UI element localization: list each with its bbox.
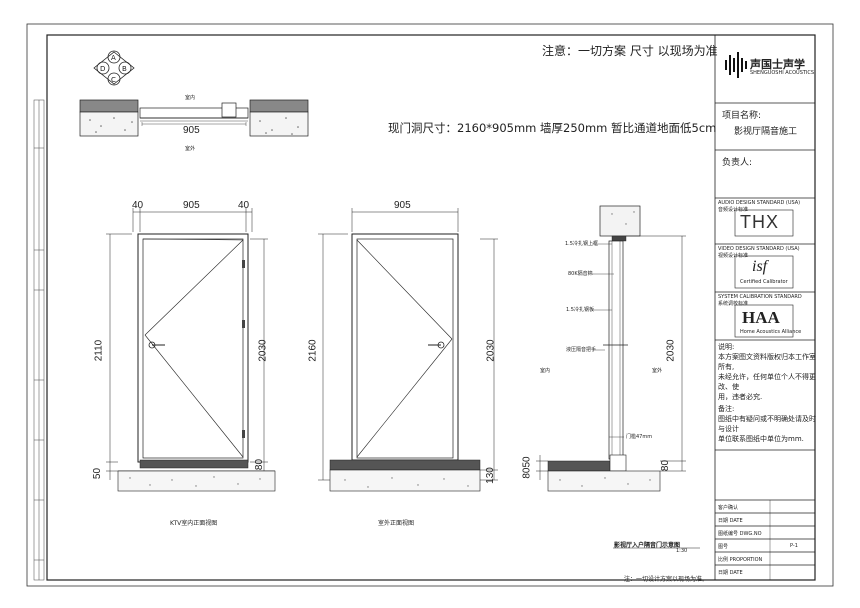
title-block-frame — [714, 34, 816, 581]
back-height-total: 2160 — [307, 339, 319, 362]
compass-logo-icon: A B C D — [93, 50, 135, 86]
project-name: 影视厅隔音施工 — [734, 127, 798, 137]
back-dim-width: 905 — [394, 200, 411, 211]
svg-text:C: C — [111, 76, 116, 84]
isf-logo: isf — [752, 258, 768, 275]
tb-row-label: 图号 — [718, 544, 729, 550]
plan-inside-label: 室内 — [185, 95, 196, 101]
thx-logo: THX — [740, 212, 779, 232]
tb-row-label: 日期 DATE — [718, 518, 743, 524]
section-bottom-right: 80 — [660, 459, 672, 472]
section-outside: 室外 — [652, 368, 663, 374]
front-bottom-b: 80 — [254, 458, 266, 471]
section-view — [536, 205, 686, 492]
section-caption: 影视厅入户隔音门示意图 — [614, 542, 681, 549]
svg-text:A: A — [111, 54, 116, 62]
back-view — [318, 208, 498, 492]
brand-name: 声国士声学 — [750, 58, 805, 71]
std3-label: SYSTEM CALIBRATION STANDARD — [718, 294, 802, 300]
brand-sub: SHENGUOSHI ACOUSTICS — [750, 70, 815, 76]
section-gap: 门槛47mm — [626, 434, 653, 440]
project-label: 项目名称: — [722, 111, 762, 121]
std1-label: AUDIO DESIGN STANDARD (USA) — [718, 200, 801, 206]
plan-width: 905 — [183, 125, 200, 136]
front-height-total: 2110 — [93, 339, 105, 362]
section-label-plate: 1.5冷扎钢板 — [566, 307, 594, 313]
site-notice: 注意：一切方案 尺寸 以现场为准 — [542, 44, 718, 58]
haa-logo-sub: Home Acoustics Alliance — [740, 329, 802, 335]
section-bottom-left: 8050 — [521, 456, 533, 479]
floor-hatch — [129, 211, 651, 488]
notes-line: 备注: — [718, 405, 735, 413]
front-view — [106, 208, 276, 492]
back-height-door: 2030 — [485, 339, 497, 362]
isf-logo-sub: Certified Calibrator — [740, 279, 788, 285]
haa-logo: HAA — [742, 308, 780, 327]
back-caption: 室外正面视图 — [378, 520, 415, 527]
front-bottom-a: 50 — [92, 467, 104, 480]
front-caption: KTV室内正面视图 — [170, 520, 218, 527]
tb-row-label: 客户确认 — [718, 505, 739, 511]
notes-line: 用，违者必究. — [718, 393, 763, 401]
std3-cn: 系统调校标准 — [718, 301, 749, 307]
front-dim-left: 40 — [132, 200, 144, 211]
front-height-door: 2030 — [257, 339, 269, 362]
back-bottom: 130 — [484, 467, 496, 484]
section-label-frame: 1.5冷扎钢上框 — [565, 241, 598, 247]
notes-title: 说明: — [718, 343, 735, 351]
soundwave-logo-icon — [725, 52, 747, 78]
std2-label: VIDEO DESIGN STANDARD (USA) — [718, 246, 800, 252]
plan-view — [79, 99, 309, 137]
notes-line: 与设计 — [718, 425, 739, 433]
opening-size: 现门洞尺寸：2160*905mm 墙厚250mm 暂比通道地面低5cm — [388, 121, 717, 135]
std1-cn: 音频设计标准 — [718, 207, 749, 213]
tb-row-label: 日期 DATE — [718, 570, 743, 576]
svg-text:D: D — [100, 65, 105, 73]
plan-hatch — [89, 117, 299, 135]
tb-row-value: P-1 — [790, 543, 798, 549]
notes-line: 未经允许，任何单位个人不得更 — [718, 373, 816, 381]
revision-strip — [33, 99, 45, 581]
svg-text:B: B — [122, 65, 127, 73]
tb-row-label: 比例 PROPORTION — [718, 557, 763, 563]
plan-outside-label: 室外 — [185, 146, 196, 152]
section-label-handle: 液压隔音把手 — [566, 347, 597, 353]
tb-row-label: 图纸编号 DWG.NO — [718, 531, 762, 537]
notes-line: 本方案图文资料版权归本工作室 — [718, 353, 816, 361]
owner-label: 负责人: — [722, 158, 753, 168]
front-dim-right: 40 — [238, 200, 250, 211]
footer-note: 注：一切设计方案以现场为准。 — [624, 576, 709, 583]
section-height: 2030 — [665, 339, 677, 362]
notes-line: 改、使 — [718, 383, 739, 391]
notes-line: 单位联系图纸中单位为mm. — [718, 435, 804, 443]
notes-line: 所有, — [718, 363, 735, 371]
section-label-insulation: 80K隔音棉 — [568, 271, 593, 277]
front-dim-width: 905 — [183, 200, 200, 211]
section-scale: 1:30 — [676, 548, 688, 554]
section-inside: 室内 — [540, 368, 551, 374]
notes-line: 图纸中有疑问或不明确处请及时 — [718, 415, 816, 423]
std2-cn: 视频设计标准 — [718, 253, 749, 259]
